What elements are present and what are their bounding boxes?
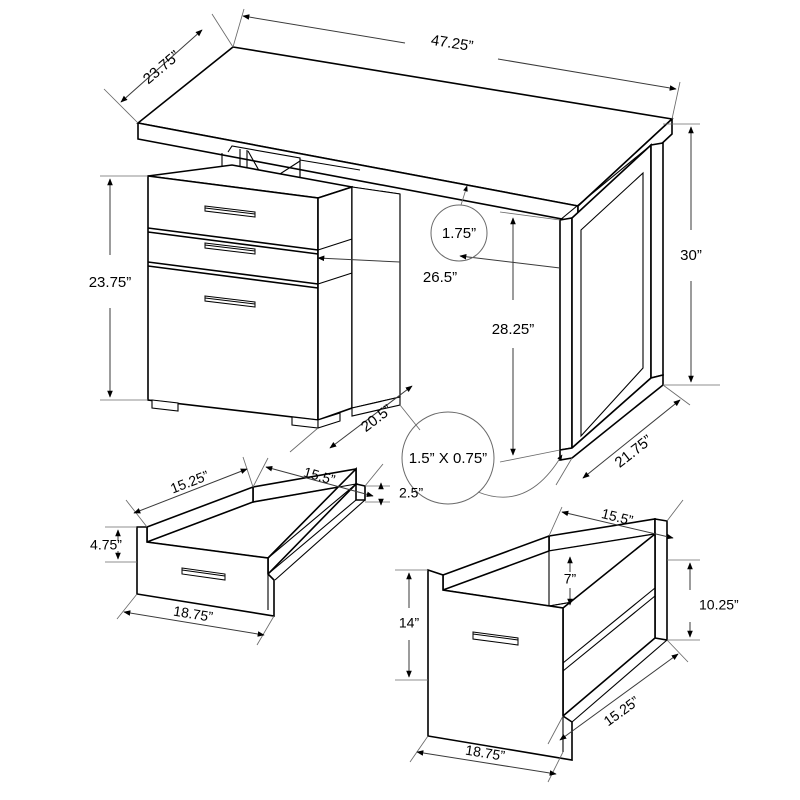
leg-frame-inner: [580, 171, 644, 438]
dim-shallow-front-width-line: [123, 610, 265, 637]
dim-deep-side-height: 10.25”: [667, 559, 739, 641]
callout-top-thickness-label: 1.75”: [442, 225, 476, 242]
drawer-split-2: [147, 261, 319, 285]
dim-shallow-side-height-label: 2.5”: [399, 485, 423, 501]
dim-shallow-front-width-ext-a: [116, 593, 138, 620]
cabinet-drawer-handle-1[interactable]: [204, 205, 256, 218]
callout-top-thickness-circle: [430, 204, 488, 262]
dim-leg-depth-ext-a: [555, 457, 573, 486]
dim-knee-height-label: 28.25”: [492, 321, 535, 338]
shallow-drawer-right-wall-bottom: [267, 499, 357, 575]
callout-leg-profile-leader: [477, 454, 563, 498]
callout-top-thickness: 1.75”: [430, 185, 488, 262]
shallow-drawer-handle[interactable]: [181, 567, 226, 581]
desk-back-panel: [351, 186, 401, 417]
dim-shallow-front-width: 18.75”: [116, 593, 275, 646]
dim-overall-height: 30”: [663, 123, 720, 386]
dim-deep-front-width-line: [416, 750, 557, 776]
dim-top-width: 47.25”: [232, 8, 681, 120]
shallow-drawer-right-wall-outer: [274, 499, 366, 581]
dim-deep-front-height: 14”: [395, 569, 428, 681]
dim-top-depth-line: [120, 29, 203, 103]
deep-drawer-handle[interactable]: [472, 631, 519, 646]
deep-drawer-view: 15.5” 7” 10.25” 14”: [395, 499, 739, 783]
dim-cabinet-depth-line: [329, 385, 413, 449]
cabinet-foot-left: [151, 399, 179, 412]
callout-top-thickness-leader: [460, 185, 468, 206]
drawer-gap-1: [147, 231, 319, 255]
dim-top-width-line-left: [242, 14, 406, 44]
dim-cabinet-depth-ext-a: [289, 427, 319, 453]
shallow-drawer-front-top-edge: [146, 541, 269, 559]
dim-deep-depth-line: [559, 653, 679, 741]
callout-leg-profile: 1.5” X 0.75”: [401, 411, 563, 505]
dim-top-depth-ext-a: [211, 13, 234, 48]
leg-rear-post: [650, 142, 664, 380]
dim-leg-depth-ext-b: [662, 384, 691, 406]
dim-shallow-front-height-label: 4.75”: [90, 537, 122, 553]
dim-knee-height: 28.25”: [492, 211, 561, 463]
dim-knee-width-line-left: [317, 255, 401, 263]
dim-knee-height-ext-a: [499, 211, 561, 221]
dim-deep-inner-height: 7”: [564, 556, 577, 606]
cabinet-drawer-handle-3[interactable]: [204, 295, 256, 308]
dim-overall-height-label: 30”: [680, 247, 702, 264]
dim-deep-front-width-ext-a: [409, 735, 429, 763]
main-desk-view: 23.75” 47.25” 30”: [89, 8, 720, 505]
dim-deep-front-width: 18.75”: [409, 735, 564, 783]
deep-drawer-right-wall-mid: [562, 587, 656, 664]
cabinet-drawer-handle-2[interactable]: [204, 242, 256, 255]
dim-shallow-front-width-label: 18.75”: [172, 603, 214, 625]
dim-top-width-label: 47.25”: [430, 32, 475, 55]
dim-deep-depth-ext-b: [666, 639, 689, 663]
leg-top-rail: [559, 144, 652, 221]
dim-knee-width: 26.5”: [317, 253, 561, 286]
dim-knee-height-ext-b: [499, 449, 561, 463]
dim-deep-width-line: [561, 510, 674, 540]
dim-shallow-front-width-ext-b: [256, 615, 275, 646]
drawer-split-1: [147, 227, 319, 251]
callout-leg-profile-label: 1.5” X 0.75”: [409, 450, 487, 467]
dim-deep-front-height-label: 14”: [399, 615, 420, 631]
deep-drawer-right-post: [654, 518, 668, 641]
dim-shallow-depth-ext-b: [242, 456, 254, 488]
dim-knee-width-label: 26.5”: [423, 269, 457, 286]
dim-leg-depth-line: [582, 399, 681, 479]
dim-deep-inner-height-label: 7”: [564, 571, 577, 587]
drawer-gap-2: [147, 265, 319, 289]
leg-front-post: [559, 217, 573, 451]
dim-top-depth-ext-b: [103, 88, 139, 124]
callout-leg-profile-circle: [401, 411, 495, 505]
dim-cabinet-height: 23.75”: [89, 175, 148, 401]
drawer-split-2-side: [317, 272, 353, 285]
dim-knee-width-line-right: [459, 253, 561, 269]
dim-top-width-line-right: [497, 58, 677, 91]
dim-top-width-ext-b: [671, 81, 681, 120]
cabinet-right-panel: [317, 185, 353, 422]
dim-shallow-front-height: 4.75”: [90, 526, 137, 563]
dim-deep-side-height-label: 10.25”: [699, 597, 739, 613]
dim-shallow-depth-ext-a: [125, 499, 148, 528]
dim-deep-width: 15.5”: [548, 499, 684, 540]
brace-rail: [299, 159, 361, 171]
dim-shallow-depth-line: [133, 468, 248, 514]
dim-deep-front-width-label: 18.75”: [464, 742, 506, 764]
dim-deep-width-label: 15.5”: [600, 505, 635, 528]
drawer-cabinet: [147, 164, 353, 429]
drawer-split-1-side: [317, 238, 353, 251]
dim-shallow-side-height: 2.5”: [365, 482, 423, 506]
dim-deep-width-ext-a: [548, 506, 563, 537]
dim-cabinet-height-label: 23.75”: [89, 274, 132, 291]
dim-shallow-width-line: [265, 465, 374, 498]
deep-drawer-front-top-edge: [442, 589, 564, 609]
dim-shallow-width-ext-a: [252, 457, 269, 488]
back-panel-face: [351, 186, 401, 409]
dim-top-width-ext-a: [232, 8, 245, 48]
